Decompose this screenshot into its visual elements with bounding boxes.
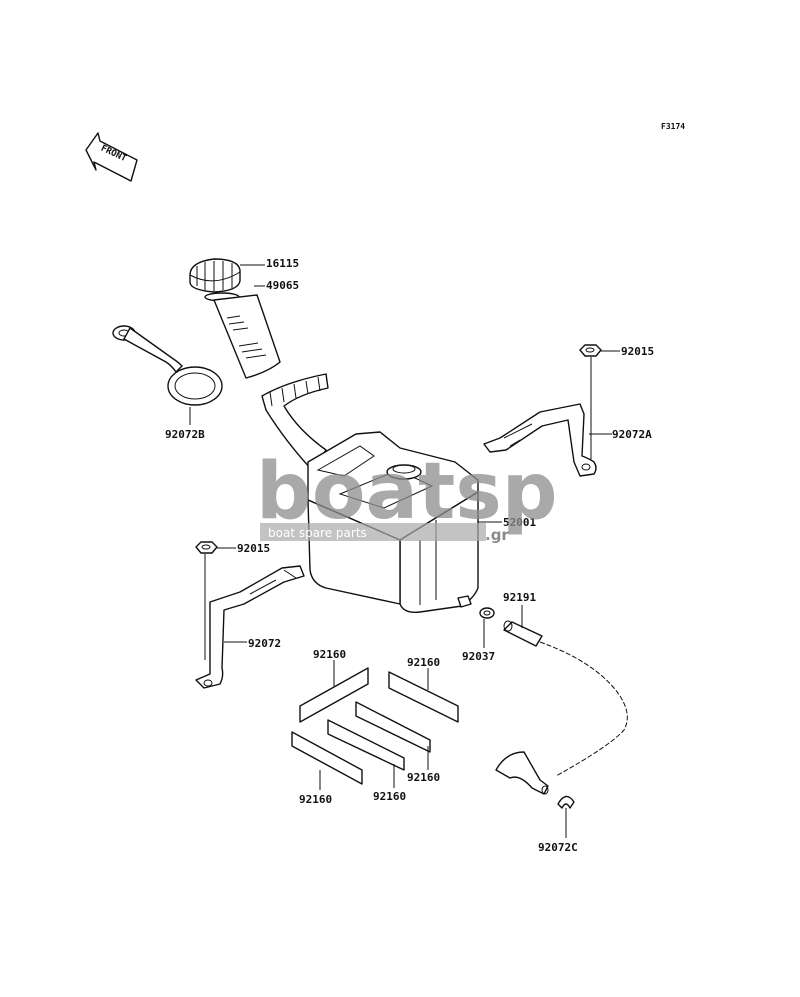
callout-gasket: 49065 xyxy=(266,279,299,292)
callout-nut-right: 92015 xyxy=(621,345,654,358)
watermark-logo: boatsp xyxy=(256,447,558,537)
pads xyxy=(291,667,459,785)
pad-4 xyxy=(327,719,405,771)
watermark: boatsp boat spare parts .gr xyxy=(256,447,558,544)
nut-left xyxy=(195,541,218,554)
callout-pad-3: 92160 xyxy=(407,771,440,784)
pad-1 xyxy=(299,667,369,723)
front-arrow-icon: FRONT xyxy=(85,132,138,182)
filler-gasket xyxy=(204,292,281,379)
callout-pad-1: 92160 xyxy=(313,648,346,661)
bracket-right xyxy=(483,403,597,477)
bracket-left xyxy=(195,565,305,689)
callout-clamp-hose: 92072C xyxy=(538,841,578,854)
callout-bracket-right: 92072A xyxy=(612,428,652,441)
figure-code: F3174 xyxy=(661,122,685,131)
watermark-bar xyxy=(260,523,486,541)
pad-5 xyxy=(291,731,363,785)
small-clamp xyxy=(479,607,495,619)
callout-cap: 16115 xyxy=(266,257,299,270)
watermark-domain: .gr xyxy=(485,526,509,544)
callout-pad-5: 92160 xyxy=(299,793,332,806)
tether-strap xyxy=(112,325,223,406)
hose-clamp xyxy=(557,795,575,809)
vent-hose xyxy=(495,620,628,795)
pad-3 xyxy=(355,701,431,753)
callout-pad-4: 92160 xyxy=(373,790,406,803)
watermark-tagline: boat spare parts xyxy=(268,526,367,540)
filler-cap xyxy=(189,258,241,293)
callout-tank: 52001 xyxy=(503,516,536,529)
pad-2 xyxy=(388,671,459,723)
callout-clamp-small: 92037 xyxy=(462,650,495,663)
callout-strap-left-top: 92072B xyxy=(165,428,205,441)
callout-bracket-left: 92072 xyxy=(248,637,281,650)
callout-hose: 92191 xyxy=(503,591,536,604)
callout-nut-left: 92015 xyxy=(237,542,270,555)
callout-pad-2: 92160 xyxy=(407,656,440,669)
nut-right xyxy=(579,344,602,357)
